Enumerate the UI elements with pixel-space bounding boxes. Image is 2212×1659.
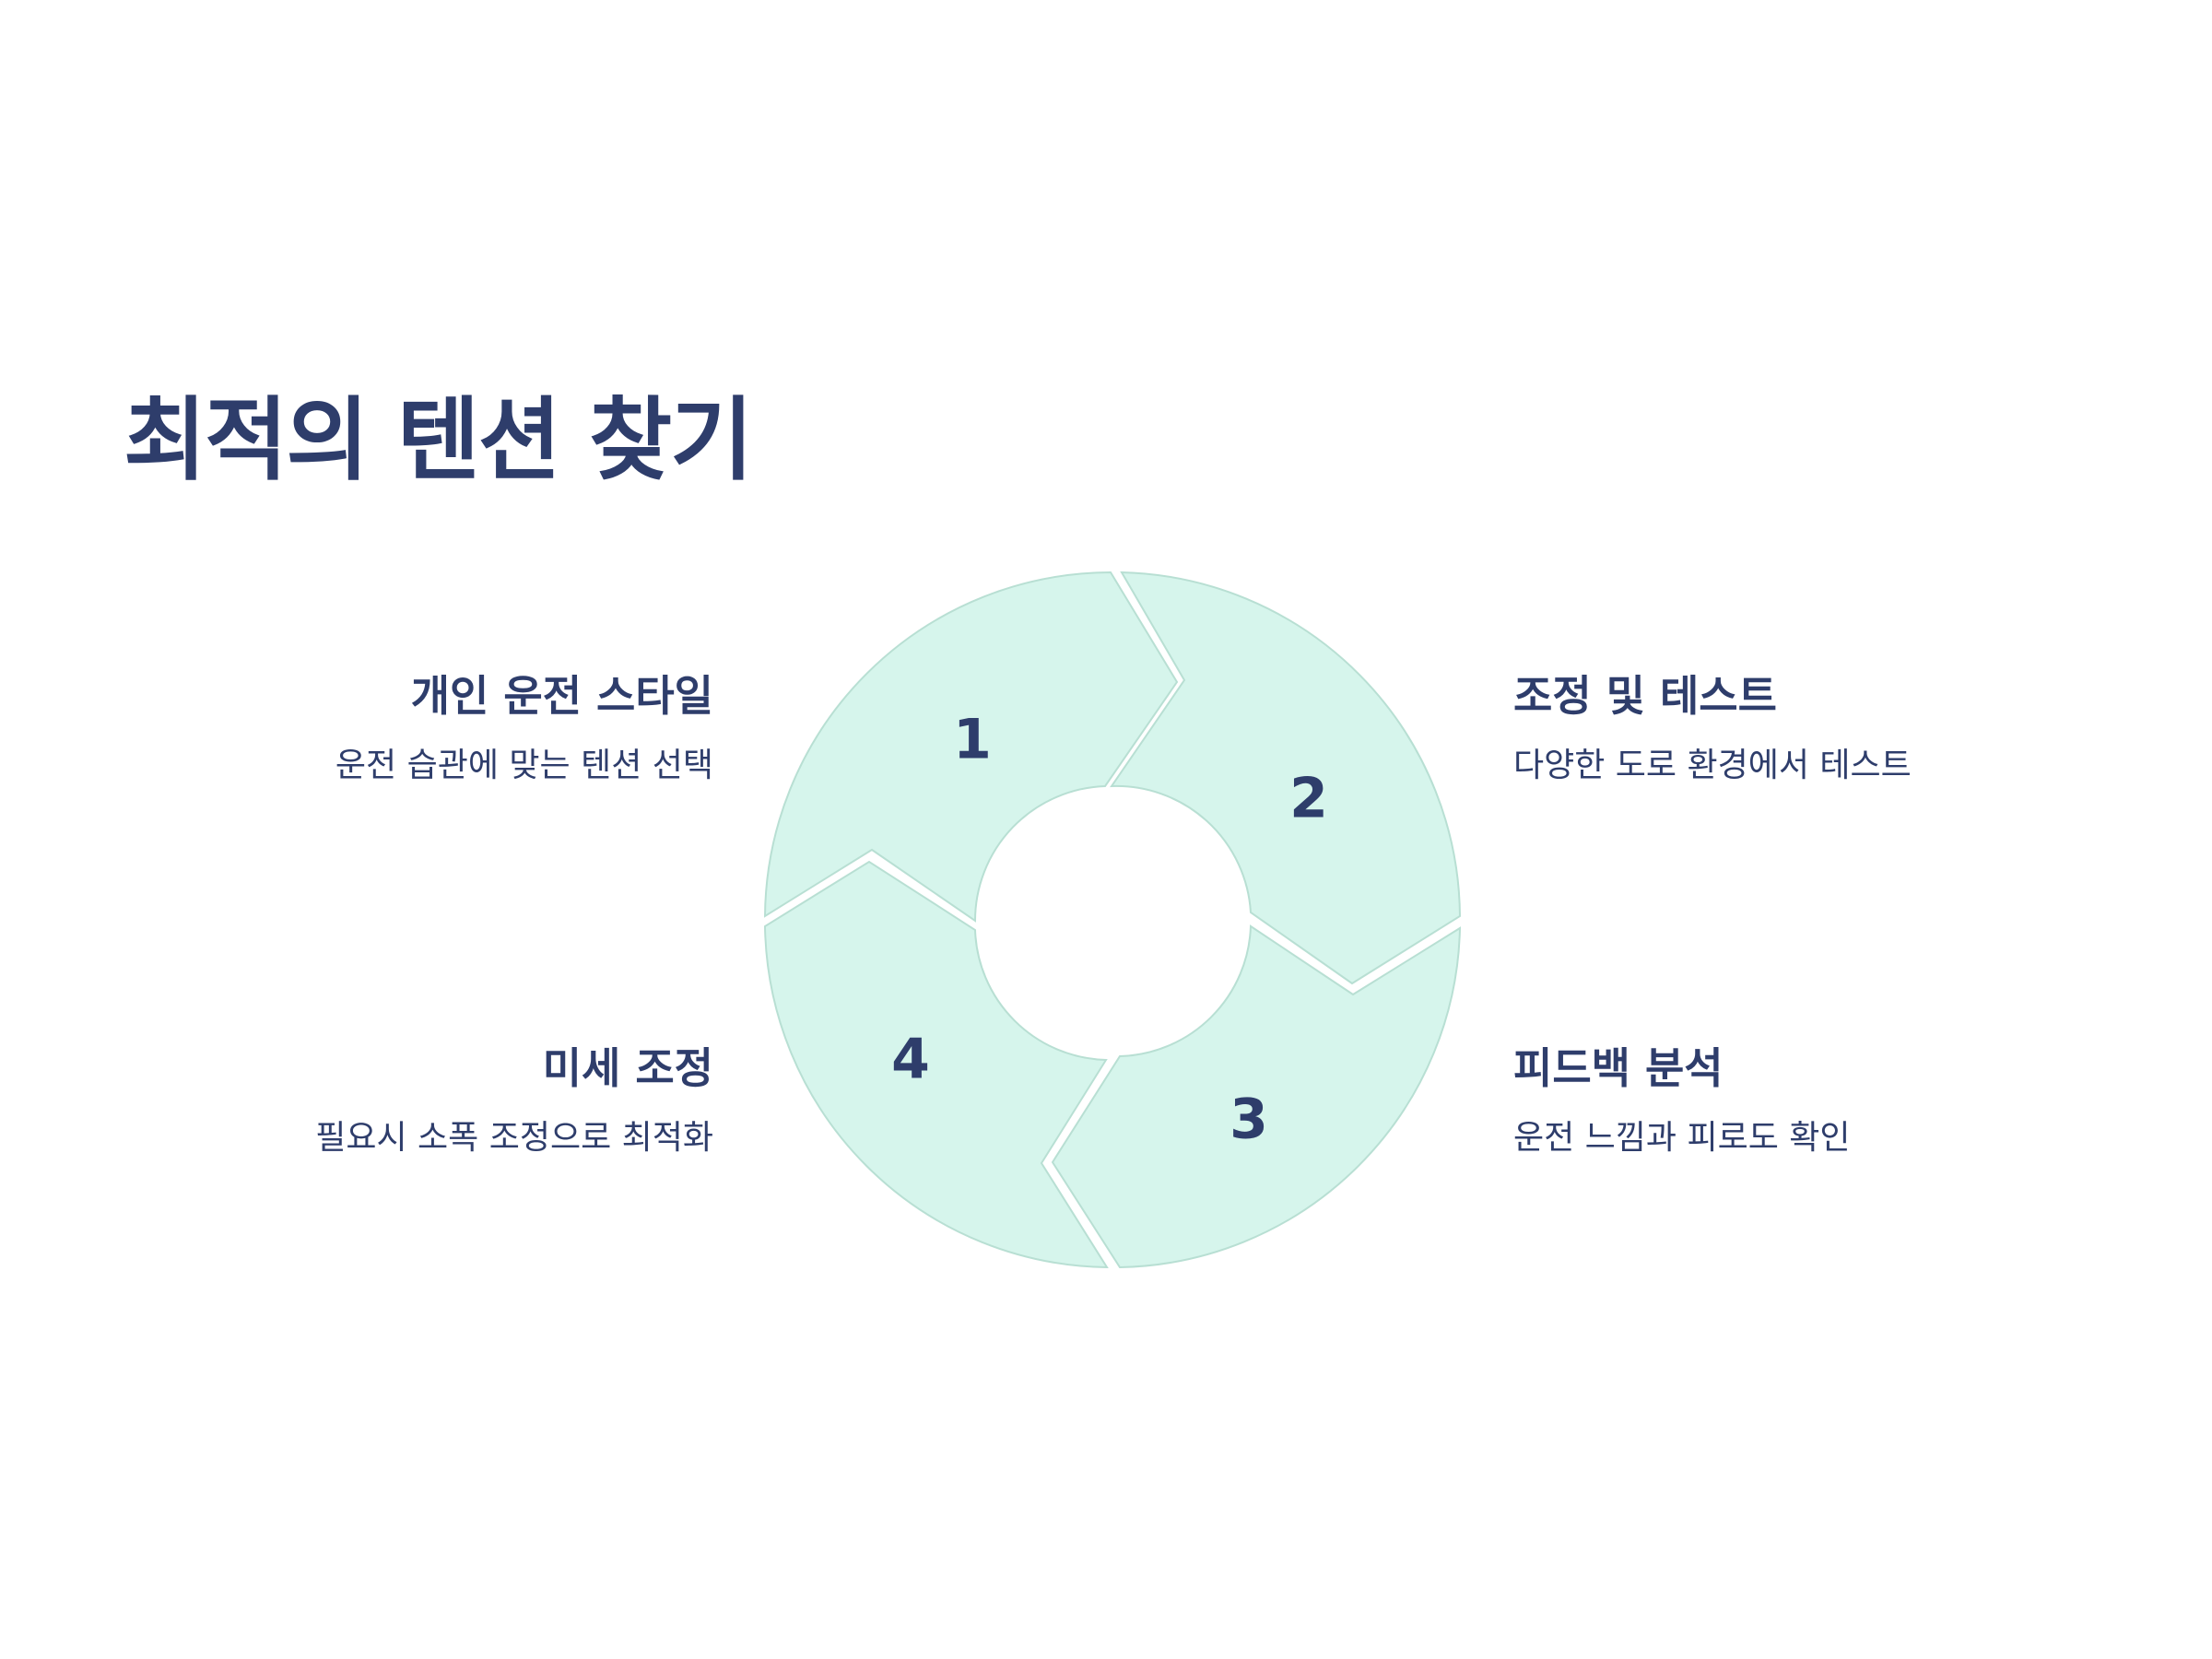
step-3-description: 운전 느낌과 피로도 확인 bbox=[1513, 1119, 1851, 1158]
step-4-block: 미세 조정 필요시 소폭 조정으로 최적화 bbox=[142, 1043, 713, 1158]
segment-3-number: 3 bbox=[1230, 1088, 1268, 1152]
segment-2: 2 bbox=[1110, 571, 1462, 985]
step-1-description: 운전 습관에 맞는 텐션 선택 bbox=[335, 747, 713, 785]
segment-4-shape bbox=[763, 860, 1109, 1269]
step-1-title: 개인 운전 스타일 bbox=[410, 671, 713, 721]
segment-4-number: 4 bbox=[891, 1028, 930, 1092]
step-2-block: 조정 및 테스트 다양한 도로 환경에서 테스트 bbox=[1513, 671, 2085, 785]
segment-1-shape bbox=[763, 571, 1179, 923]
page-title: 최적의 텐션 찾기 bbox=[124, 388, 753, 493]
step-2-description: 다양한 도로 환경에서 테스트 bbox=[1513, 747, 1912, 785]
segment-3: 3 bbox=[1051, 924, 1462, 1269]
segment-3-shape bbox=[1051, 924, 1462, 1269]
step-2-title: 조정 및 테스트 bbox=[1513, 671, 1777, 721]
step-3-title: 피드백 분석 bbox=[1513, 1043, 1724, 1093]
step-4-description: 필요시 소폭 조정으로 최적화 bbox=[315, 1119, 713, 1158]
step-1-block: 개인 운전 스타일 운전 습관에 맞는 텐션 선택 bbox=[142, 671, 713, 785]
segment-2-number: 2 bbox=[1289, 767, 1328, 831]
segment-4: 4 bbox=[763, 860, 1109, 1269]
segment-2-shape bbox=[1110, 571, 1462, 985]
segment-1: 1 bbox=[763, 571, 1179, 923]
step-4-title: 미세 조정 bbox=[542, 1043, 713, 1093]
segment-1-number: 1 bbox=[953, 708, 992, 772]
step-3-block: 피드백 분석 운전 느낌과 피로도 확인 bbox=[1513, 1043, 2085, 1158]
